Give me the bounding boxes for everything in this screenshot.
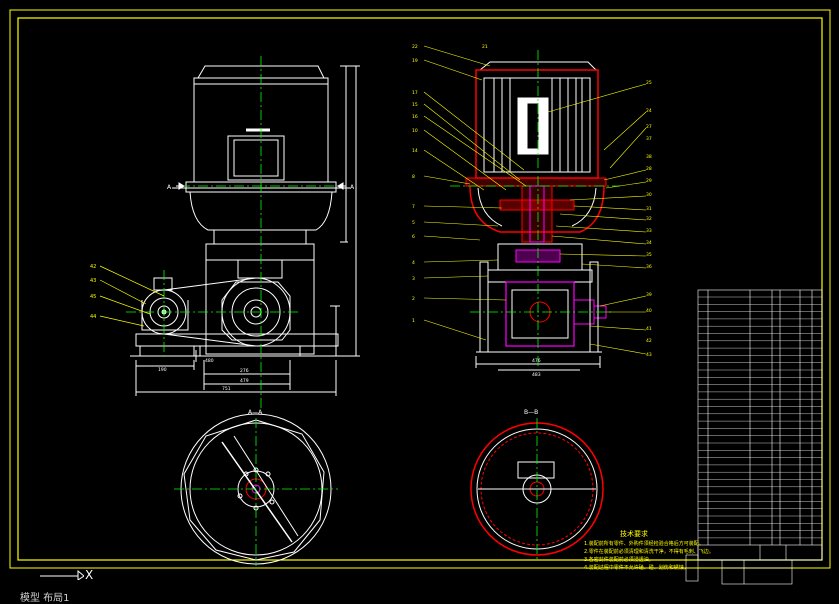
side-leader-lines-left: [423, 45, 527, 341]
part-2: 2: [412, 296, 415, 302]
part-22: 22: [412, 44, 418, 50]
part-34: 34: [646, 240, 652, 246]
part-38: 38: [646, 154, 652, 160]
section-bb-label: B—B: [524, 409, 538, 416]
front-view-centerlines: [126, 56, 344, 410]
part-37: 37: [646, 136, 652, 142]
side-view-centerlines: [450, 50, 620, 366]
side-leader-lines-right: [547, 83, 647, 355]
part-33: 33: [646, 228, 652, 234]
front-view: [130, 65, 360, 396]
dim-276: 276: [240, 368, 249, 374]
ucs-axis-icon: [40, 569, 84, 580]
drawing-frame: [9, 9, 831, 569]
front-part-42: 42: [90, 264, 96, 270]
part-14: 14: [412, 148, 418, 154]
side-part-numbers-right: 21 25 24 27 28 29 30 31 32 33 34 35 36 3…: [482, 44, 652, 358]
layout-tab-label[interactable]: 模型 布局1: [20, 593, 70, 604]
parts-list-table: [697, 289, 823, 561]
part-24: 24: [646, 108, 652, 114]
technical-requirements: 技术要求 1.装配前所有零件、外购件须经检验合格后方可装配。 2.零件在装配前必…: [584, 530, 714, 572]
parts-list-rows: [698, 296, 822, 539]
part-15: 15: [412, 102, 418, 108]
dim-190: 190: [158, 367, 167, 373]
part-40: 40: [646, 308, 652, 314]
part-35: 35: [646, 252, 652, 258]
layout-tabs-bar[interactable]: 模型 布局1: [0, 590, 839, 604]
part-1: 1: [412, 318, 415, 324]
title-block: [685, 544, 823, 585]
dim-480: 480: [205, 358, 214, 364]
part-25: 25: [646, 80, 652, 86]
dim-479: 479: [240, 378, 249, 384]
part-43-side: 43: [646, 352, 652, 358]
section-arrow-a-left: A: [167, 184, 172, 191]
part-21: 21: [482, 44, 488, 50]
tech-req-line: 2.零件在装配前必须清理和清洗干净，不得有毛刺、飞边。: [584, 549, 714, 555]
side-dim-476: 476: [532, 358, 541, 364]
section-aa-centerlines: [174, 418, 338, 566]
part-6: 6: [412, 234, 415, 240]
part-10: 10: [412, 128, 418, 134]
front-part-43: 43: [90, 278, 96, 284]
ucs-x-label: X: [85, 568, 94, 582]
part-16: 16: [412, 114, 418, 120]
front-view-arrows: [176, 182, 346, 190]
part-4: 4: [412, 260, 415, 266]
front-part-45: 45: [90, 294, 96, 300]
part-8: 8: [412, 174, 415, 180]
front-leader-lines: [99, 265, 165, 327]
front-part-44: 44: [90, 314, 96, 320]
tech-req-line: 3.各密封件装配前必须浸透油。: [584, 557, 654, 563]
tech-req-line: 1.装配前所有零件、外购件须经检验合格后方可装配。: [584, 541, 704, 547]
tech-req-line: 4.装配过程中零件不允许磕、碰、划伤和锈蚀。: [584, 565, 689, 571]
part-17: 17: [412, 90, 418, 96]
part-7: 7: [412, 204, 415, 210]
dim-751: 751: [222, 386, 231, 392]
tech-req-title: 技术要求: [620, 530, 648, 538]
part-19: 19: [412, 58, 418, 64]
part-41: 41: [646, 326, 652, 332]
part-32: 32: [646, 216, 652, 222]
part-3: 3: [412, 276, 415, 282]
part-29: 29: [646, 178, 652, 184]
part-5: 5: [412, 220, 415, 226]
part-28: 28: [646, 166, 652, 172]
part-30: 30: [646, 192, 652, 198]
part-27: 27: [646, 124, 652, 130]
section-arrow-a-right: A: [350, 184, 355, 191]
part-36: 36: [646, 264, 652, 270]
side-dim-483: 483: [532, 372, 541, 378]
part-31: 31: [646, 206, 652, 212]
section-aa-label: A—A: [248, 409, 263, 416]
part-39: 39: [646, 292, 652, 298]
part-42-side: 42: [646, 338, 652, 344]
side-part-numbers-left: 22 19 17 15 16 10 14 8 7 5 6 4 3 2 1: [412, 44, 418, 324]
